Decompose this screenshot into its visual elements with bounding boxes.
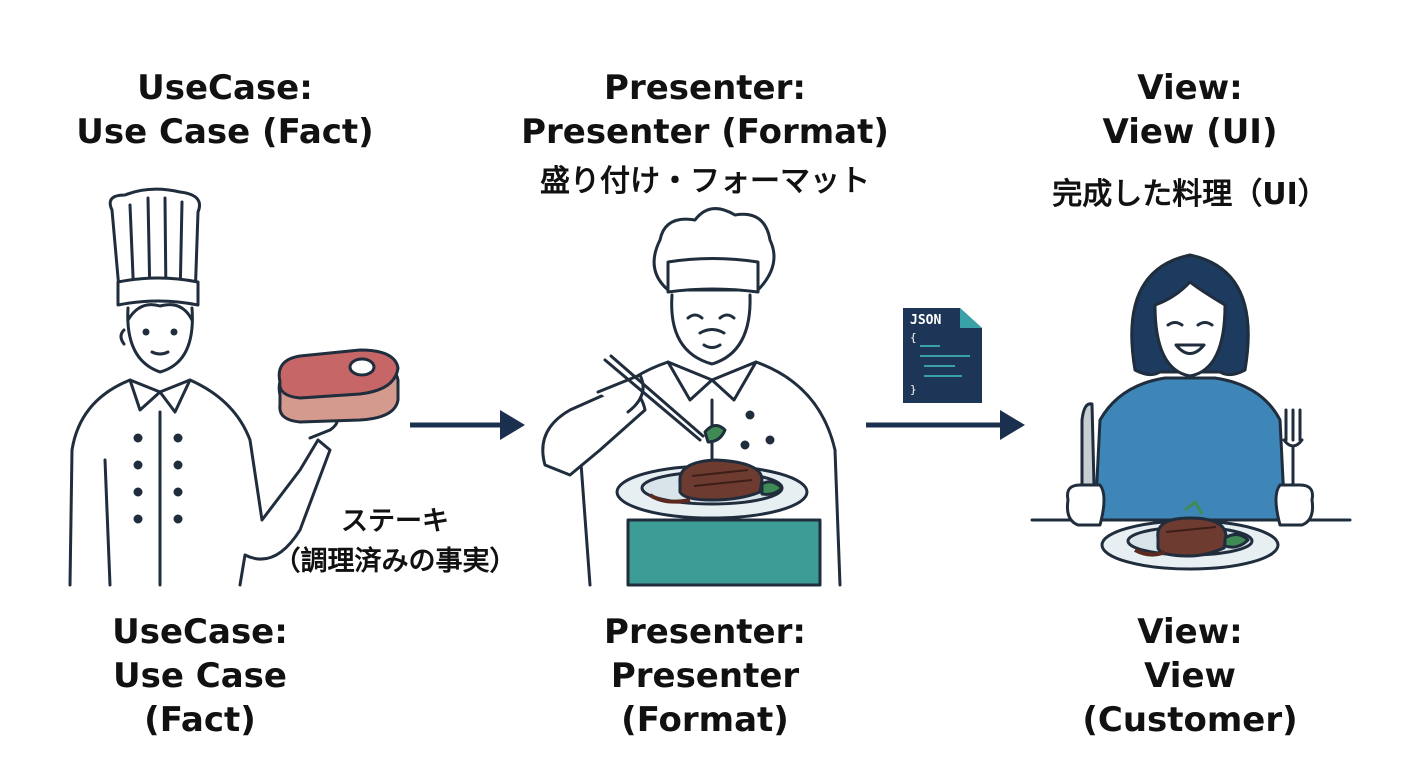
presenter-subtitle: 盛り付け・フォーマット bbox=[540, 164, 870, 199]
raw-steak-icon bbox=[277, 348, 400, 424]
presenter-chef-figure bbox=[541, 207, 842, 587]
view-top-title: View: View (UI) bbox=[1040, 66, 1340, 154]
usecase-top-line-1: UseCase: bbox=[137, 68, 313, 108]
steak-label: ステーキ （調理済みの事実） bbox=[255, 502, 535, 582]
usecase-top-title: UseCase: Use Case (Fact) bbox=[50, 66, 400, 154]
presenter-bottom-line-1: Presenter: bbox=[604, 612, 806, 652]
view-bottom-line-3: (Customer) bbox=[1082, 700, 1298, 740]
json-file-icon bbox=[903, 308, 982, 403]
json-brace-open: { bbox=[910, 331, 917, 344]
usecase-top-line-2: Use Case (Fact) bbox=[76, 112, 374, 152]
steak-label-line-1: ステーキ bbox=[341, 506, 449, 537]
view-bottom-title: View: View (Customer) bbox=[1040, 610, 1340, 742]
fork-icon bbox=[1282, 408, 1304, 487]
presenter-bottom-line-2: Presenter bbox=[610, 656, 800, 696]
view-top-line-2: View (UI) bbox=[1102, 112, 1278, 152]
usecase-bottom-line-3: (Fact) bbox=[144, 700, 256, 740]
view-bottom-line-2: View bbox=[1144, 656, 1236, 696]
arrow-right-icon bbox=[410, 410, 525, 440]
plate-icon bbox=[615, 458, 809, 520]
usecase-bottom-line-2: Use Case bbox=[113, 656, 287, 696]
presenter-bottom-line-3: (Format) bbox=[621, 700, 789, 740]
presenter-top-line-1: Presenter: bbox=[604, 68, 806, 108]
presenter-top-line-2: Presenter (Format) bbox=[521, 112, 889, 152]
presenter-top-title: Presenter: Presenter (Format) bbox=[480, 66, 930, 154]
plate-icon bbox=[1100, 500, 1280, 571]
knife-icon bbox=[1080, 402, 1096, 487]
usecase-bottom-title: UseCase: Use Case (Fact) bbox=[50, 610, 350, 742]
chef-hat-icon bbox=[108, 187, 201, 307]
usecase-bottom-line-1: UseCase: bbox=[112, 612, 288, 652]
view-subtitle: 完成した料理（UI） bbox=[1052, 177, 1328, 212]
json-file-title: JSON bbox=[910, 313, 942, 328]
presenter-bottom-title: Presenter: Presenter (Format) bbox=[530, 610, 880, 742]
view-top-line-1: View: bbox=[1137, 68, 1243, 108]
steak-label-line-2: （調理済みの事実） bbox=[273, 546, 517, 577]
view-bottom-line-1: View: bbox=[1137, 612, 1243, 652]
json-brace-close: } bbox=[910, 383, 917, 396]
arrow-right-icon bbox=[866, 410, 1025, 440]
customer-figure bbox=[1030, 253, 1352, 527]
